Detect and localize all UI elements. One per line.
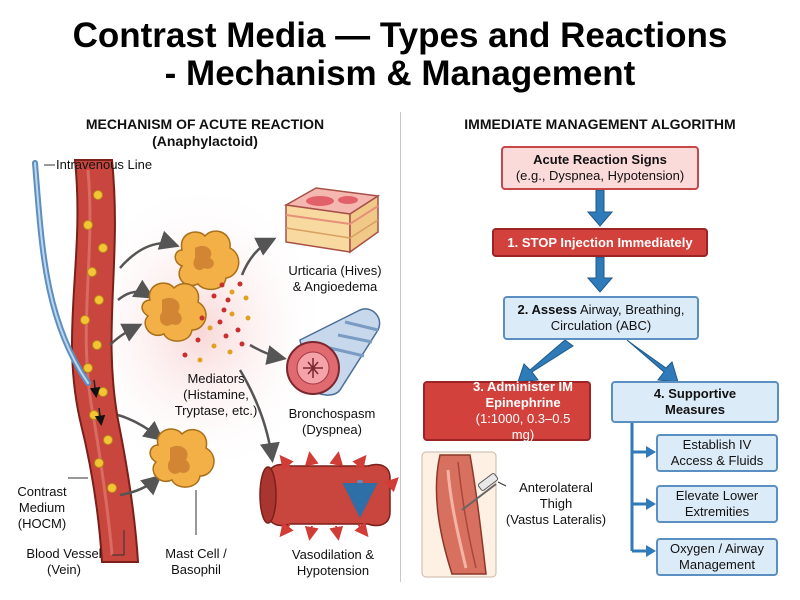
mechanism-heading-line1: MECHANISM OF ACUTE REACTION [85,116,325,132]
vessel-flow-arrows [89,379,106,426]
box-step3-epinephrine: 3. Administer IM Epinephrine (1:1000, 0.… [423,379,591,442]
mast-cell-middle [141,282,207,342]
label-vessel-line2: (Vein) [47,562,81,577]
label-mediators-line3: Tryptase, etc.) [174,403,258,418]
page-title-line2: - Mechanism & Management [164,54,636,93]
contrast-particles [80,190,117,493]
label-urticaria: Urticaria (Hives) & Angioedema [278,263,392,295]
step4-line2: Measures [665,402,725,417]
signs-title: Acute Reaction Signs [533,152,667,167]
box-acute-reaction-signs: Acute Reaction Signs (e.g., Dyspnea, Hyp… [501,146,699,190]
label-mast-line1: Mast Cell / [165,546,227,561]
blood-vessel-illustration [70,159,140,563]
box-step2-assess-abc: 2. Assess Airway, Breathing, Circulation… [503,296,699,340]
dilation-arrows [279,451,399,541]
support-arrowheads [646,446,656,557]
step3-line3: (1:1000, 0.3–0.5 mg) [475,411,571,442]
label-anterolateral-thigh: Anterolateral Thigh (Vastus Lateralis) [500,480,612,528]
thigh-line1: Anterolateral [519,480,593,495]
management-heading: IMMEDIATE MANAGEMENT ALGORITHM [464,116,736,132]
label-urticaria-line1: Urticaria (Hives) [288,263,382,278]
label-contrast-line1: Contrast [17,484,67,499]
vessel-to-cell-arrows [109,230,180,497]
box-support-elevate: Elevate Lower Extremities [656,485,778,523]
bronchus-illustration [286,308,381,396]
box-support-oxygen: Oxygen / Airway Management [656,538,778,576]
step2-rest: Airway, Breathing, [577,302,685,317]
label-mediators: Mediators (Histamine, Tryptase, etc.) [166,371,266,419]
label-leaders [68,477,197,556]
thigh-illustration [421,451,497,578]
support1-line1: Establish IV [682,437,752,452]
support3-line1: Oxygen / Airway [670,541,764,556]
label-vaso-line1: Vasodilation & [291,547,375,562]
label-contrast-line2: Medium [18,500,66,515]
label-mast-cell: Mast Cell / Basophil [156,546,236,578]
box-step1-stop-injection: 1. STOP Injection Immediately [492,228,708,257]
label-broncho-line1: Bronchospasm [288,406,376,421]
mast-cell-top [174,230,240,291]
label-mediators-line1: Mediators [187,371,245,386]
skin-urticaria-illustration [283,187,381,254]
step4-line1: 4. Supportive [653,386,737,401]
label-contrast-line3: (HOCM) [17,516,67,531]
support1-line2: Access & Fluids [670,453,764,468]
support3-line2: Management [679,557,755,572]
box-support-iv-access: Establish IV Access & Fluids [656,434,778,472]
label-mediators-line2: (Histamine, [183,387,249,402]
needle-icon [461,473,507,511]
support2-line1: Elevate Lower [675,488,759,503]
step2-line1: 2. Assess Airway, Breathing, [518,302,685,318]
mediator-granules [182,281,251,363]
support-connectors [630,423,648,553]
mediator-effect-arrows [238,237,287,463]
page-title-line1: Contrast Media — Types and Reactions [72,16,728,55]
box-step4-supportive: 4. Supportive Measures [611,381,779,423]
label-contrast-medium: Contrast Medium (HOCM) [12,484,72,532]
step3-line2: Epinephrine [485,395,561,410]
thigh-line3: (Vastus Lateralis) [505,512,607,527]
mechanism-heading: MECHANISM OF ACUTE REACTION (Anaphylacto… [40,116,370,150]
label-iv-line: Intravenous Line [56,157,153,172]
mast-cell-bottom [149,428,215,488]
dilated-vessel-illustration [259,463,391,527]
signs-subtitle: (e.g., Dyspnea, Hypotension) [515,168,685,183]
mechanism-heading-line2: (Anaphylactoid) [152,133,258,149]
flow-arrows [517,189,679,383]
section-divider [400,112,401,582]
thigh-line2: Thigh [539,496,573,511]
label-vessel-line1: Blood Vessel [26,546,102,561]
step2-line2: Circulation (ABC) [550,318,652,333]
label-blood-vessel: Blood Vessel (Vein) [18,546,110,578]
label-bronchospasm: Bronchospasm (Dyspnea) [282,406,382,438]
support2-line2: Extremities [684,504,750,519]
label-vaso-line2: Hypotension [296,563,370,578]
step3-line1: 3. Administer IM [473,379,573,394]
label-urticaria-line2: & Angioedema [292,279,378,294]
label-broncho-line2: (Dyspnea) [302,422,362,437]
label-mast-line2: Basophil [171,562,221,577]
label-vasodilation: Vasodilation & Hypotension [278,547,388,579]
step2-bold: 2. Assess [517,302,578,317]
